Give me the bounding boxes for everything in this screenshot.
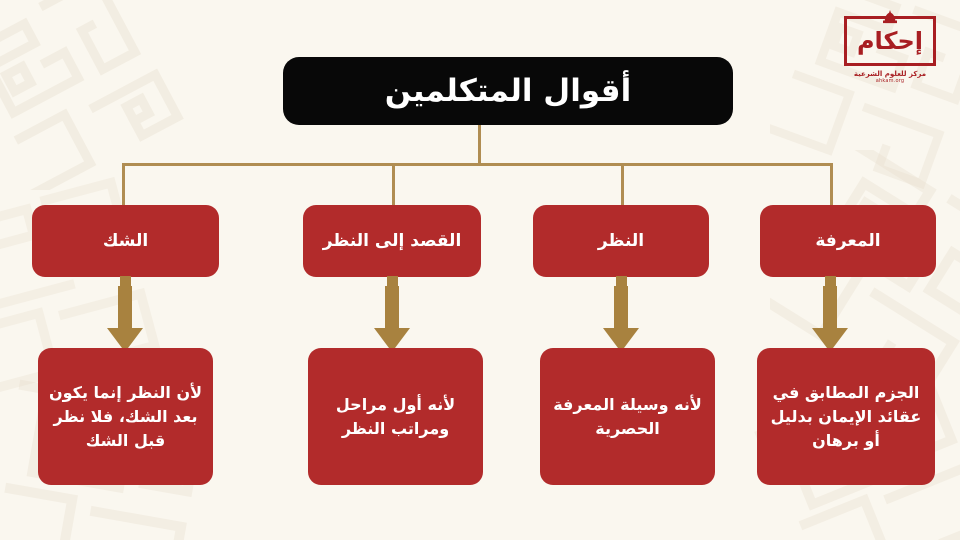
connector-bus bbox=[122, 163, 832, 166]
diagram-title-text: أقوال المتكلمين bbox=[384, 72, 632, 109]
definition-label-maarifa: الجزم المطابق في عقائد الإيمان بدليل أو … bbox=[770, 382, 922, 450]
connector-trunk bbox=[478, 125, 481, 165]
diagram-title: أقوال المتكلمين bbox=[283, 57, 733, 125]
definition-box-maarifa[interactable]: الجزم المطابق في عقائد الإيمان بدليل أو … bbox=[757, 348, 935, 485]
connector-drop-qasd bbox=[392, 163, 395, 205]
definition-label-nazar: لأنه وسيلة المعرفة الحصرية bbox=[553, 394, 702, 438]
definition-box-qasd[interactable]: لأنه أول مراحل ومراتب النظر bbox=[308, 348, 483, 485]
kufic-pattern-icon bbox=[0, 0, 184, 190]
term-label-nazar: النظر bbox=[597, 230, 645, 251]
logo-url: ahkam.org bbox=[875, 78, 905, 85]
arrow-down-maarifa bbox=[810, 286, 850, 354]
connector-drop-shakk bbox=[122, 163, 125, 205]
term-box-shakk[interactable]: الشك bbox=[32, 205, 219, 277]
logo-frame: إحكام bbox=[844, 10, 936, 66]
term-box-nazar[interactable]: النظر bbox=[533, 205, 709, 277]
term-box-qasd[interactable]: القصد إلى النظر bbox=[303, 205, 481, 277]
term-label-shakk: الشك bbox=[102, 230, 149, 251]
definition-label-qasd: لأنه أول مراحل ومراتب النظر bbox=[335, 394, 456, 438]
arrow-down-qasd bbox=[372, 286, 412, 354]
term-label-maarifa: المعرفة bbox=[815, 230, 881, 251]
connector-drop-maarifa bbox=[830, 163, 833, 205]
term-label-qasd: القصد إلى النظر bbox=[322, 230, 462, 251]
logo-subtitle: مركز للعلوم الشرعية bbox=[853, 70, 927, 78]
arrow-down-shakk bbox=[105, 286, 145, 354]
mosque-dome-icon bbox=[883, 10, 897, 24]
logo-wordmark: إحكام bbox=[856, 27, 924, 55]
definition-box-shakk[interactable]: لأن النظر إنما يكون بعد الشك، فلا نظر قب… bbox=[38, 348, 213, 485]
site-logo[interactable]: إحكام مركز للعلوم الشرعية ahkam.org bbox=[836, 10, 944, 92]
definition-label-shakk: لأن النظر إنما يكون بعد الشك، فلا نظر قب… bbox=[48, 382, 203, 450]
definition-box-nazar[interactable]: لأنه وسيلة المعرفة الحصرية bbox=[540, 348, 715, 485]
connector-drop-nazar bbox=[621, 163, 624, 205]
arrow-down-nazar bbox=[601, 286, 641, 354]
term-box-maarifa[interactable]: المعرفة bbox=[760, 205, 936, 277]
